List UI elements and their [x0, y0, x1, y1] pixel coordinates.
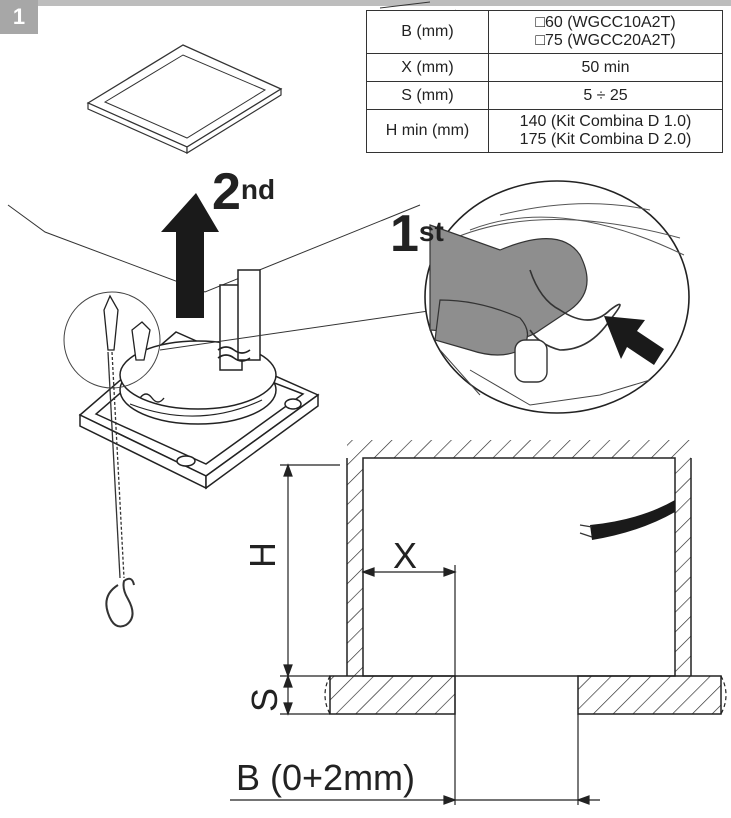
spec-value-s: 5 ÷ 25 — [488, 81, 723, 110]
step-first-suffix: st — [418, 216, 444, 247]
step-number: 1 — [12, 4, 26, 29]
spec-row-b: B (mm) □60 (WGCC10A2T)□75 (WGCC20A2T) — [366, 10, 723, 54]
dimension-s-label: S — [244, 687, 285, 712]
up-arrow-icon — [161, 193, 219, 318]
spec-label-h: H min (mm) — [366, 109, 489, 153]
gloved-hand-clip-detail-icon — [424, 180, 690, 414]
spec-value-b-1: □60 (WGCC10A2T) — [535, 14, 676, 31]
dimension-b-label: B (0+2mm) — [236, 757, 416, 798]
step-second-number: 2 — [212, 163, 241, 221]
spec-label-b: B (mm) — [366, 10, 489, 54]
step-number-badge: 1 — [0, 0, 38, 34]
cover-panel-icon — [86, 44, 283, 155]
spec-row-s: S (mm) 5 ÷ 25 — [366, 81, 723, 110]
step-second-suffix: nd — [240, 174, 276, 205]
step-first-number: 1 — [390, 205, 419, 263]
spec-value-b-2: □75 (WGCC20A2T) — [535, 32, 676, 49]
step-first-label: 1st — [390, 208, 444, 260]
spec-value-x: 50 min — [488, 53, 723, 82]
spec-value-h: 140 (Kit Combina D 1.0)175 (Kit Combina … — [488, 109, 723, 153]
header-rule — [38, 0, 731, 6]
dimension-x-label: X — [393, 535, 418, 576]
callout-line — [159, 304, 471, 351]
dimension-h-label: H — [242, 542, 283, 568]
push-arrow-icon — [604, 316, 664, 365]
step-second-label: 2nd — [212, 166, 275, 218]
spec-value-b: □60 (WGCC10A2T)□75 (WGCC20A2T) — [488, 10, 723, 54]
spec-table: B (mm) □60 (WGCC10A2T)□75 (WGCC20A2T) X … — [366, 10, 723, 153]
spec-value-h-2: 175 (Kit Combina D 2.0) — [519, 131, 692, 148]
spec-row-x: X (mm) 50 min — [366, 53, 723, 82]
spec-label-s: S (mm) — [366, 81, 489, 110]
spec-label-x: X (mm) — [366, 53, 489, 82]
spec-value-h-1: 140 (Kit Combina D 1.0) — [519, 113, 692, 130]
spec-row-h: H min (mm) 140 (Kit Combina D 1.0)175 (K… — [366, 109, 723, 153]
safety-cable-hook-icon — [105, 351, 135, 628]
dimension-lines — [230, 463, 600, 805]
recessed-light-frame-icon — [63, 269, 320, 490]
ceiling-cavity-section — [324, 440, 727, 715]
